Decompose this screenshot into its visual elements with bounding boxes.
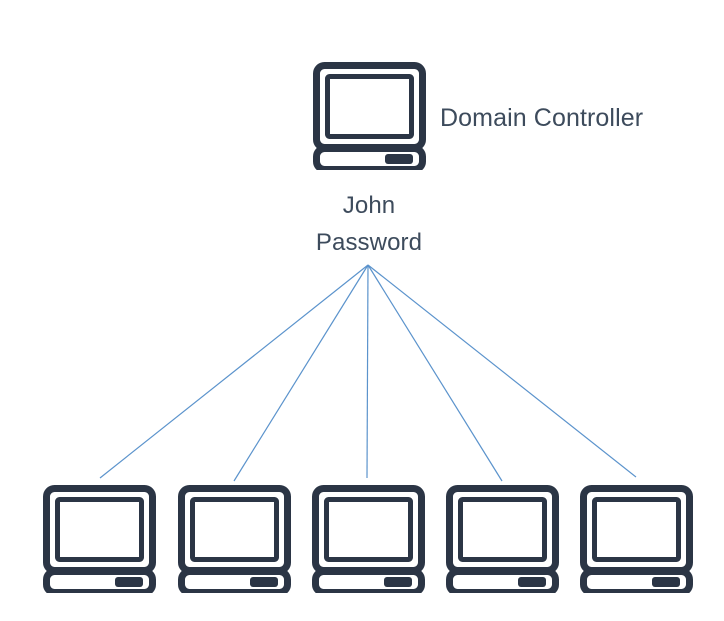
connection-line-client-5 xyxy=(367,264,637,478)
desktop-computer-icon xyxy=(178,485,291,593)
connection-line-client-3 xyxy=(366,264,369,479)
node-client-5[interactable] xyxy=(580,485,693,593)
connection-line-client-1 xyxy=(99,264,369,479)
desktop-computer-icon xyxy=(580,485,693,593)
node-domain-controller[interactable] xyxy=(313,62,426,170)
desktop-computer-icon xyxy=(43,485,156,593)
credential-password: Password xyxy=(315,229,423,256)
desktop-computer-icon xyxy=(312,485,425,593)
node-client-3[interactable] xyxy=(312,485,425,593)
node-client-4[interactable] xyxy=(446,485,559,593)
connection-line-client-4 xyxy=(367,264,503,482)
domain-controller-title-label: Domain Controller xyxy=(440,104,644,132)
domain-controller-credentials-label: John Password xyxy=(288,187,450,261)
node-client-2[interactable] xyxy=(178,485,291,593)
node-client-1[interactable] xyxy=(43,485,156,593)
desktop-computer-icon xyxy=(313,62,426,170)
connection-line-client-2 xyxy=(233,264,369,482)
credential-username: John xyxy=(342,192,396,219)
desktop-computer-icon xyxy=(446,485,559,593)
